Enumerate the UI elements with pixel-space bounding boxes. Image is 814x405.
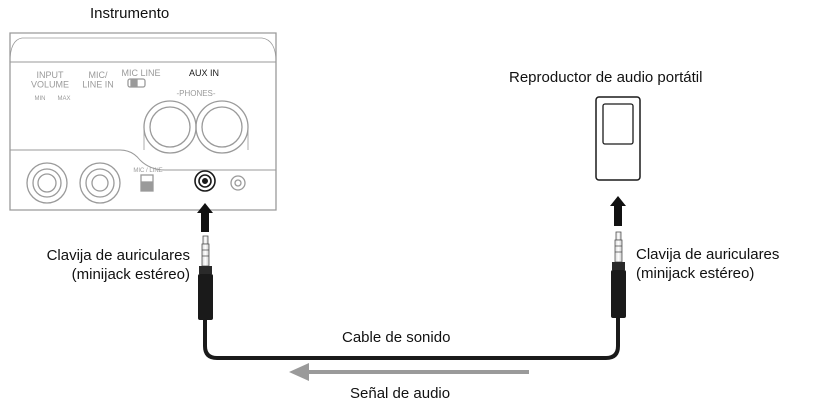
right-plug-label: Clavija de auriculares (minijack estéreo… bbox=[636, 245, 779, 283]
max-label: MAX bbox=[57, 96, 70, 102]
left-connect-arrow bbox=[197, 203, 213, 232]
player-title: Reproductor de audio portátil bbox=[509, 69, 703, 86]
portable-player bbox=[595, 96, 641, 181]
right-plug-label-line2: (minijack estéreo) bbox=[636, 265, 755, 282]
cable-label: Cable de sonido bbox=[342, 329, 451, 346]
instrument-panel bbox=[9, 32, 277, 211]
left-plug-label-line1: Clavija de auriculares bbox=[46, 247, 190, 264]
aux-in-jack bbox=[194, 170, 216, 192]
right-connect-arrow bbox=[610, 196, 626, 226]
left-plug bbox=[198, 235, 213, 320]
left-plug-label: Clavija de auriculares (minijack estéreo… bbox=[10, 246, 190, 284]
signal-label: Señal de audio bbox=[350, 385, 451, 402]
mic-line-small-label: MIC / LINE bbox=[133, 168, 162, 174]
aux-in-label: AUX IN bbox=[189, 68, 219, 78]
right-plug bbox=[611, 231, 626, 318]
min-label: MIN bbox=[35, 96, 46, 102]
mic-line-in-label: MIC/LINE IN bbox=[82, 70, 114, 89]
sound-cable bbox=[203, 318, 620, 360]
left-plug-label-line2: (minijack estéreo) bbox=[71, 266, 190, 283]
right-plug-label-line1: Clavija de auriculares bbox=[636, 246, 780, 263]
phones-label: -PHONES- bbox=[176, 89, 215, 98]
instrument-title: Instrumento bbox=[90, 5, 170, 22]
mic-line-switch-label: MIC LINE bbox=[121, 68, 160, 78]
signal-arrow bbox=[289, 363, 529, 381]
